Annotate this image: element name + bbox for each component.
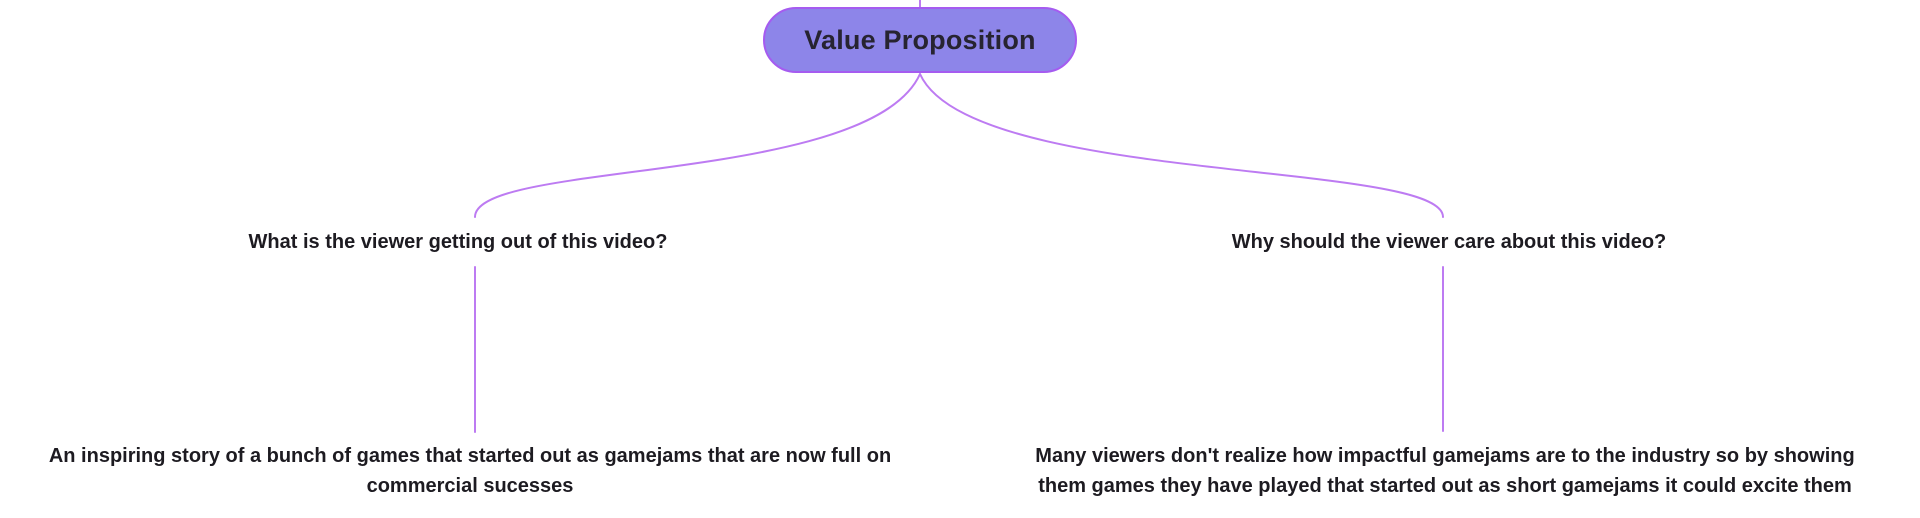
root-node-label: Value Proposition: [804, 24, 1036, 55]
answer-line: them games they have played that started…: [1038, 475, 1852, 497]
question-node-left[interactable]: What is the viewer getting out of this v…: [248, 231, 668, 253]
root-node[interactable]: Value Proposition: [763, 7, 1077, 73]
branch-curve-left: [474, 73, 921, 218]
answer-node-right[interactable]: Many viewers don't realize how impactful…: [1035, 441, 1854, 501]
answer-line: commercial sucesses: [366, 475, 574, 497]
answer-line: Many viewers don't realize how impactful…: [1035, 445, 1855, 467]
answer-line: An inspiring story of a bunch of games t…: [48, 445, 892, 467]
question-node-right[interactable]: Why should the viewer care about this vi…: [1231, 231, 1667, 253]
answer-node-left[interactable]: An inspiring story of a bunch of games t…: [49, 441, 891, 501]
branch-curve-right: [919, 73, 1444, 218]
